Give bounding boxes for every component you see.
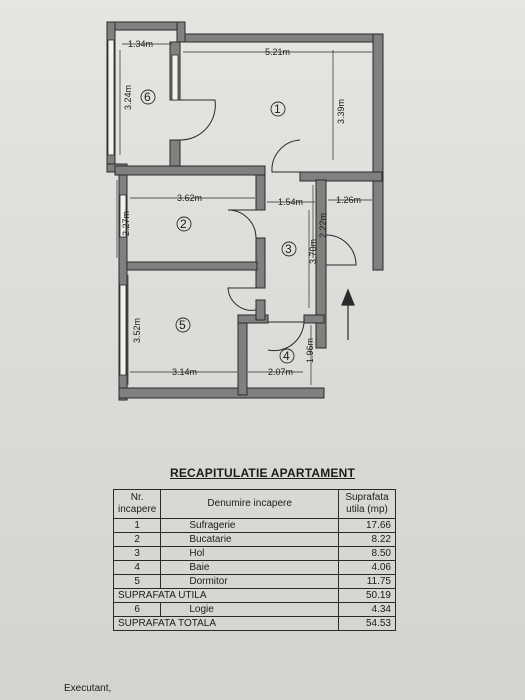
room-number-2: 2 [180, 217, 187, 231]
wall [299, 171, 383, 182]
row-area: 17.66 [338, 518, 396, 533]
wall [106, 21, 182, 31]
room-number-6: 6 [144, 90, 151, 104]
dim-loggia-height: 3.24m [123, 85, 133, 110]
room-number-4: 4 [283, 349, 290, 363]
dim-entry-height: 2.22m [318, 213, 328, 238]
header-name: Denumire incapere [160, 489, 339, 519]
dimension-lines [116, 43, 372, 385]
wall [237, 314, 248, 396]
dim-bedroom-width: 3.14m [172, 367, 197, 377]
dim-kitchen-width: 3.62m [177, 193, 202, 203]
floor-plan-drawing: 1.34m 5.21m 3.24m 3.39m 3.62m 1.54m 1.26… [106, 21, 384, 401]
row-area: 8.50 [338, 546, 396, 561]
header-area: Suprafata utila (mp) [338, 489, 396, 519]
door-swing [267, 321, 305, 352]
dim-living-width: 5.21m [265, 47, 290, 57]
wall [303, 314, 325, 324]
suprafata-utila-label: SUPRAFATA UTILA [113, 588, 339, 603]
suprafata-utila-row: SUPRAFATA UTILA 50.19 [113, 588, 396, 603]
wall [255, 299, 266, 321]
door-swing [271, 139, 301, 173]
row-nr: 5 [112, 574, 162, 589]
table-row: 1 Sufragerie 17.66 [112, 518, 396, 533]
row-name: Dormitor [160, 574, 339, 589]
door-swing [227, 287, 257, 311]
door-swing [227, 209, 257, 239]
door-swing [325, 234, 357, 266]
row-name: Hol [160, 546, 339, 561]
row-nr: 4 [112, 560, 162, 575]
entry-arrow-icon [341, 288, 355, 340]
row-name: Baie [160, 560, 339, 575]
dim-hall-width: 1.54m [278, 197, 303, 207]
room-number-3: 3 [285, 242, 292, 256]
suprafata-totala-row: SUPRAFATA TOTALA 54.53 [113, 616, 396, 631]
table-row: 5 Dormitor 11.75 [112, 574, 396, 589]
row-name: Logie [160, 602, 339, 617]
executant-label: Executant, [64, 683, 112, 694]
wall [118, 387, 325, 399]
dim-loggia-width: 1.34m [128, 39, 153, 49]
row-name: Sufragerie [160, 518, 339, 533]
row-nr: 3 [112, 546, 162, 561]
wall [180, 33, 384, 43]
dim-bedroom-height: 3.52m [132, 318, 142, 343]
window [107, 39, 115, 156]
table-row: 2 Bucatarie 8.22 [112, 532, 396, 547]
row-area: 4.34 [338, 602, 396, 617]
table-header-row: Nr. incapere Denumire incapere Suprafata… [112, 489, 396, 519]
room-number-1: 1 [274, 102, 281, 116]
suprafata-utila-value: 50.19 [338, 588, 396, 603]
recap-title: RECAPITULATIE APARTAMENT [169, 466, 355, 480]
wall [255, 174, 266, 211]
row-nr: 2 [112, 532, 162, 547]
suprafata-totala-value: 54.53 [338, 616, 396, 631]
row-nr: 1 [112, 518, 162, 533]
row-area: 4.06 [338, 560, 396, 575]
dim-hall-height: 3.70m [308, 239, 318, 264]
door-swing [179, 99, 216, 141]
window [119, 284, 127, 376]
loggia-row: 6 Logie 4.34 [112, 602, 396, 617]
window [171, 54, 179, 101]
row-nr: 6 [112, 602, 162, 617]
row-name: Bucatarie [160, 532, 339, 547]
wall [237, 314, 269, 324]
doors [179, 99, 357, 352]
wall [372, 33, 384, 271]
dim-bath-width: 2.07m [268, 367, 293, 377]
room-number-circles [140, 89, 297, 364]
wall [114, 165, 266, 176]
dim-entry-width: 1.26m [336, 195, 361, 205]
header-nr: Nr. incapere [112, 489, 162, 519]
windows [107, 39, 179, 376]
window [119, 194, 127, 238]
wall [315, 179, 327, 349]
dim-kitchen-height: 2.27m [121, 211, 131, 236]
table-row: 3 Hol 8.50 [112, 546, 396, 561]
room-number-5: 5 [179, 318, 186, 332]
wall [126, 261, 258, 271]
wall [176, 21, 186, 43]
table-row: 4 Baie 4.06 [112, 560, 396, 575]
recap-table: Nr. incapere Denumire incapere Suprafata… [112, 489, 396, 631]
row-area: 11.75 [338, 574, 396, 589]
dim-living-height: 3.39m [336, 99, 346, 124]
suprafata-totala-label: SUPRAFATA TOTALA [113, 616, 339, 631]
walls [106, 21, 384, 401]
dim-bath-height: 1.96m [305, 338, 315, 363]
row-area: 8.22 [338, 532, 396, 547]
